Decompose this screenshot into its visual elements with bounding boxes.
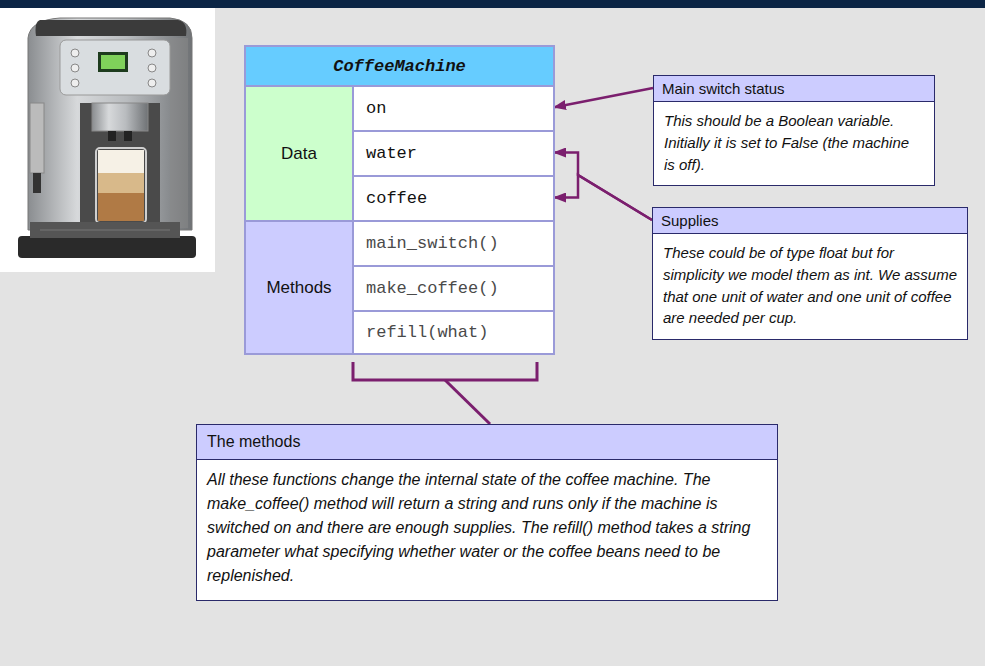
node-heading: Data	[281, 144, 317, 164]
title-bar	[0, 0, 985, 8]
button	[148, 49, 156, 57]
button	[71, 79, 79, 87]
photo-ground	[0, 8, 215, 272]
foam-layer	[98, 150, 144, 173]
machine-side	[170, 38, 188, 228]
button	[148, 79, 156, 87]
method-cell: main_switch()	[352, 220, 553, 265]
brew-recess	[80, 103, 160, 228]
coffee-layer	[98, 193, 144, 221]
steam-nozzle	[33, 173, 41, 193]
drip-tray	[30, 222, 180, 238]
steam-wand	[30, 103, 44, 173]
machine-body	[28, 18, 192, 230]
machine-base	[18, 236, 196, 258]
connector-arrow	[553, 88, 653, 108]
node-heading: CoffeeMachine	[246, 47, 553, 85]
node-heading: The methods	[197, 425, 777, 460]
button	[148, 64, 156, 72]
node-heading: coffee	[366, 189, 427, 208]
node-heading: main_switch()	[366, 234, 499, 253]
connector-arrow	[553, 175, 652, 220]
attribute-cell: coffee	[352, 175, 553, 220]
methods-bracket	[353, 362, 537, 380]
node-body: All these functions change the internal …	[197, 460, 777, 600]
callout-box: SuppliesThese could be of type float but…	[652, 207, 968, 340]
spout	[124, 131, 132, 141]
leader-line	[445, 380, 490, 424]
control-panel	[60, 40, 170, 95]
spout-head	[92, 103, 148, 131]
attribute-cell: on	[352, 85, 553, 130]
display-screen	[101, 55, 125, 69]
attribute-cell: water	[352, 130, 553, 175]
class-table: CoffeeMachineData on water coffeeMethods mai…	[244, 45, 555, 355]
node-heading: on	[366, 99, 386, 118]
machine-top	[36, 20, 187, 36]
method-cell: refill(what)	[352, 310, 553, 353]
group-cell: Methods	[246, 220, 352, 353]
connector-arrow	[553, 153, 652, 221]
method-cell: make_coffee()	[352, 265, 553, 310]
coffee-machine-photo	[0, 8, 215, 272]
callout-box: The methodsAll these functions change th…	[196, 424, 778, 601]
edge-group	[553, 88, 653, 220]
group-cell: Data	[246, 85, 352, 220]
node-heading: Methods	[266, 278, 331, 298]
button	[71, 49, 79, 57]
node-heading: Main switch status	[654, 76, 934, 102]
node-body: These could be of type float but for sim…	[653, 234, 967, 339]
button	[71, 64, 79, 72]
spout	[108, 131, 116, 141]
milk-layer	[98, 173, 144, 193]
node-heading: refill(what)	[366, 323, 488, 342]
glass	[96, 148, 146, 223]
node-heading: Supplies	[653, 208, 967, 234]
node-body: This should be a Boolean variable. Initi…	[654, 102, 934, 185]
node-heading: make_coffee()	[366, 279, 499, 298]
tray-grill	[40, 230, 170, 231]
callout-box: Main switch statusThis should be a Boole…	[653, 75, 935, 186]
display-frame	[98, 52, 128, 72]
node-heading: water	[366, 144, 417, 163]
